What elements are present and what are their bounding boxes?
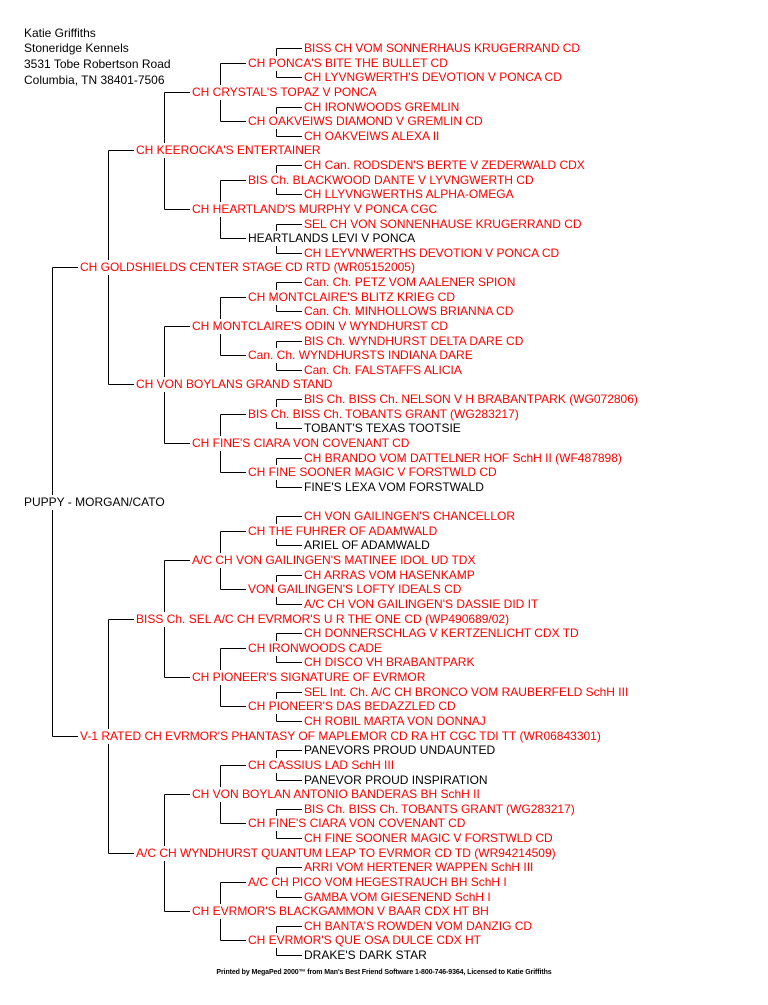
ancestor-gen5: BIS Ch. BISS Ch. NELSON V H BRABANTPARK … xyxy=(304,392,638,406)
ancestor-gen4: CH OAKVEIWS DIAMOND V GREMLIN CD xyxy=(248,114,483,128)
ancestor-gen4: CH IRONWOODS CADE xyxy=(248,641,383,655)
ancestor-gen5: BISS CH VOM SONNERHAUS KRUGERRAND CD xyxy=(304,41,581,55)
ancestor-gen3: CH MONTCLAIRE'S ODIN V WYNDHURST CD xyxy=(192,319,449,333)
print-footer: Printed by MegaPed 2000™ from Man's Best… xyxy=(216,969,552,976)
ancestor-gen3: CH VON BOYLAN ANTONIO BANDERAS BH SchH I… xyxy=(192,787,480,801)
ancestor-gen2: A/C CH WYNDHURST QUANTUM LEAP TO EVRMOR … xyxy=(136,846,556,860)
ancestor-gen5: CH BRANDO VOM DATTELNER HOF SchH II (WF4… xyxy=(304,451,622,465)
owner-address: 3531 Tobe Robertson Road xyxy=(24,57,171,71)
ancestor-gen5: ARRI VOM HERTENER WAPPEN SchH III xyxy=(304,860,534,874)
ancestor-gen5: CH VON GAILINGEN'S CHANCELLOR xyxy=(304,509,516,523)
ancestor-gen5: Can. Ch. FALSTAFFS ALICIA xyxy=(304,363,462,377)
ancestor-gen3: CH FINE'S CIARA VON COVENANT CD xyxy=(192,436,410,450)
subject-dog: PUPPY - MORGAN/CATO xyxy=(24,495,165,509)
ancestor-gen5: PANEVORS PROUD UNDAUNTED xyxy=(304,743,496,757)
ancestor-gen1: CH GOLDSHIELDS CENTER STAGE CD RTD (WR05… xyxy=(80,260,415,274)
ancestor-gen5: SEL Int. Ch. A/C CH BRONCO VOM RAUBERFEL… xyxy=(304,685,629,699)
ancestor-gen5: CH DONNERSCHLAG V KERTZENLICHT CDX TD xyxy=(304,626,579,640)
ancestor-gen4: CH FINE SOONER MAGIC V FORSTWLD CD xyxy=(248,465,497,479)
ancestor-gen5: CH ROBIL MARTA VON DONNAJ xyxy=(304,714,486,728)
ancestor-gen5: PANEVOR PROUD INSPIRATION xyxy=(304,773,488,787)
ancestor-gen4: A/C CH PICO VOM HEGESTRAUCH BH SchH I xyxy=(248,875,507,889)
ancestor-gen5: Can. Ch. PETZ VOM AALENER SPION xyxy=(304,275,516,289)
ancestor-gen2: CH VON BOYLANS GRAND STAND xyxy=(136,377,333,391)
ancestor-gen5: CH IRONWOODS GREMLIN xyxy=(304,100,460,114)
ancestor-gen5: CH LLYVNGWERTHS ALPHA-OMEGA xyxy=(304,187,514,201)
ancestor-gen4: CH FINE'S CIARA VON COVENANT CD xyxy=(248,816,466,830)
ancestor-gen5: GAMBA VOM GIESENEND SchH I xyxy=(304,890,491,904)
ancestor-gen4: CH PIONEER'S DAS BEDAZZLED CD xyxy=(248,699,456,713)
ancestor-gen2: BISS Ch. SEL A/C CH EVRMOR'S U R THE ONE… xyxy=(136,612,510,626)
ancestor-gen5: DRAKE'S DARK STAR xyxy=(304,948,427,962)
ancestor-gen5: CH ARRAS VOM HASENKAMP xyxy=(304,568,475,582)
ancestor-gen5: CH FINE SOONER MAGIC V FORSTWLD CD xyxy=(304,831,553,845)
ancestor-gen5: CH DISCO VH BRABANTPARK xyxy=(304,655,475,669)
ancestor-gen4: BIS Ch. BLACKWOOD DANTE V LYVNGWERTH CD xyxy=(248,173,534,187)
ancestor-gen3: CH EVRMOR'S BLACKGAMMON V BAAR CDX HT BH xyxy=(192,904,489,918)
ancestor-gen5: FINE'S LEXA VOM FORSTWALD xyxy=(304,480,484,494)
ancestor-gen5: CH LYVNGWERTH'S DEVOTION V PONCA CD xyxy=(304,70,562,84)
kennel-name: Stoneridge Kennels xyxy=(24,41,129,55)
ancestor-gen5: BIS Ch. BISS Ch. TOBANTS GRANT (WG283217… xyxy=(304,802,575,816)
ancestor-gen5: TOBANT'S TEXAS TOOTSIE xyxy=(304,421,461,435)
owner-city: Columbia, TN 38401-7506 xyxy=(24,73,165,87)
ancestor-gen5: CH OAKVEIWS ALEXA II xyxy=(304,129,440,143)
ancestor-gen4: Can. Ch. WYNDHURSTS INDIANA DARE xyxy=(248,348,473,362)
ancestor-gen3: CH PIONEER'S SIGNATURE OF EVRMOR xyxy=(192,670,426,684)
ancestor-gen4: CH MONTCLAIRE'S BLITZ KRIEG CD xyxy=(248,290,455,304)
ancestor-gen5: CH BANTA'S ROWDEN VOM DANZIG CD xyxy=(304,919,533,933)
ancestor-gen3: CH HEARTLAND'S MURPHY V PONCA CGC xyxy=(192,202,438,216)
ancestor-gen4: CH PONCA'S BITE THE BULLET CD xyxy=(248,56,448,70)
ancestor-gen3: A/C CH VON GAILINGEN'S MATINEE IDOL UD T… xyxy=(192,553,476,567)
ancestor-gen5: Can. Ch. MINHOLLOWS BRIANNA CD xyxy=(304,304,514,318)
ancestor-gen4: BIS Ch. BISS Ch. TOBANTS GRANT (WG283217… xyxy=(248,407,519,421)
ancestor-gen4: CH CASSIUS LAD SchH III xyxy=(248,758,395,772)
ancestor-gen4: CH THE FUHRER OF ADAMWALD xyxy=(248,524,438,538)
ancestor-gen3: CH CRYSTAL'S TOPAZ V PONCA xyxy=(192,85,377,99)
owner-name: Katie Griffiths xyxy=(24,26,96,40)
ancestor-gen4: CH EVRMOR'S QUE OSA DULCE CDX HT xyxy=(248,933,481,947)
ancestor-gen1: V-1 RATED CH EVRMOR'S PHANTASY OF MAPLEM… xyxy=(80,729,601,743)
ancestor-gen5: A/C CH VON GAILINGEN'S DASSIE DID IT xyxy=(304,597,539,611)
ancestor-gen5: SEL CH VON SONNENHAUSE KRUGERRAND CD xyxy=(304,217,582,231)
ancestor-gen5: ARIEL OF ADAMWALD xyxy=(304,538,430,552)
ancestor-gen4: HEARTLANDS LEVI V PONCA xyxy=(248,231,416,245)
ancestor-gen2: CH KEEROCKA'S ENTERTAINER xyxy=(136,143,321,157)
ancestor-gen4: VON GAILINGEN'S LOFTY IDEALS CD xyxy=(248,582,462,596)
ancestor-gen5: CH Can. RODSDEN'S BERTE V ZEDERWALD CDX xyxy=(304,158,585,172)
ancestor-gen5: CH LEYVNWERTHS DEVOTION V PONCA CD xyxy=(304,246,560,260)
ancestor-gen5: BIS Ch. WYNDHURST DELTA DARE CD xyxy=(304,334,524,348)
